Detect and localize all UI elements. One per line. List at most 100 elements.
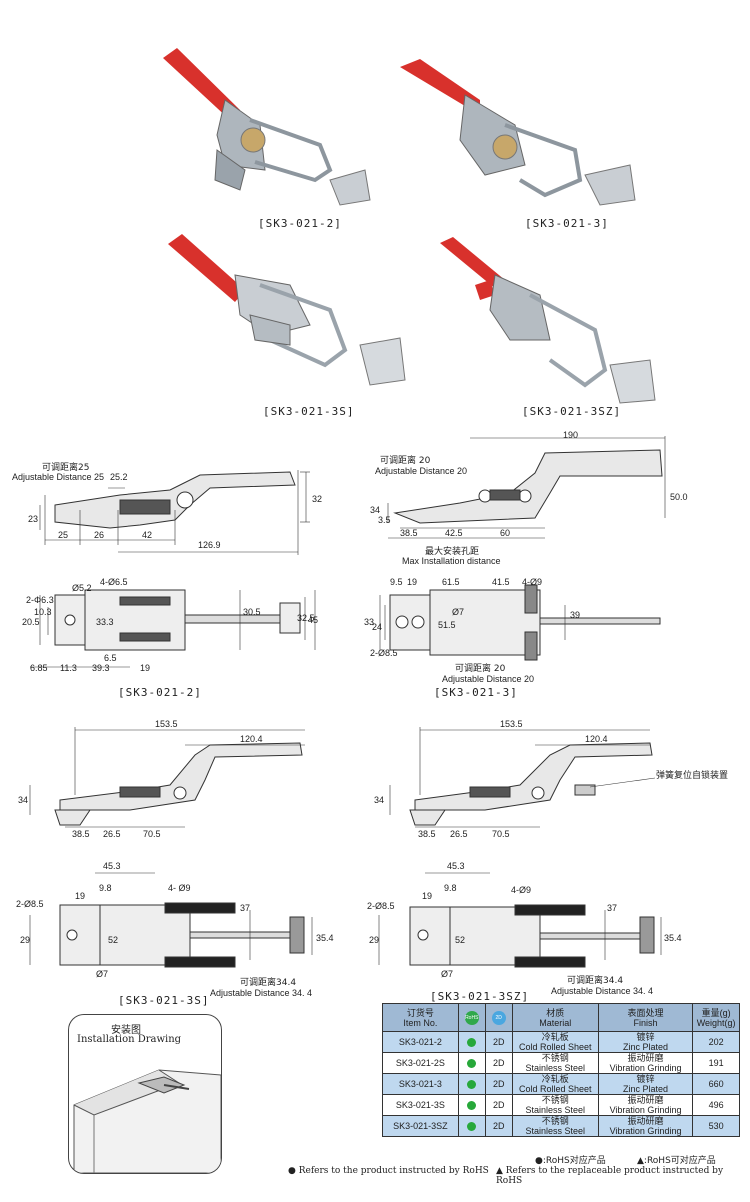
dim-adj2-cn: 可调距离 20 <box>455 662 506 674</box>
rohs-dot <box>467 1122 477 1132</box>
dim-26-5-3s: 26.5 <box>103 829 121 839</box>
dim-6-85: 6.85 <box>30 663 48 673</box>
dim-29: 29 <box>20 935 30 945</box>
dim-45-3: 45.3 <box>103 861 121 871</box>
dim-190: 190 <box>563 430 578 440</box>
drawing-caption-sk3-021-3s: [SK3-021-3S] <box>118 994 210 1007</box>
drawing-sk3-021-3-side: 190 可调距离 20 Adjustable Distance 20 34 3.… <box>370 430 688 566</box>
dim-126-9: 126.9 <box>198 540 221 550</box>
dim-2phi8-5-3s: 2-Ø8.5 <box>16 899 44 909</box>
dim-37: 37 <box>240 903 250 913</box>
dim-45: 45 <box>308 615 318 625</box>
dim-25-2: 25.2 <box>110 472 128 482</box>
dim-max-en: Max Installation distance <box>402 556 501 566</box>
dim-phi7-sz: Ø7 <box>441 969 453 979</box>
dim-35-4: 35.4 <box>316 933 334 943</box>
dim-adj-en-sz: Adjustable Distance 34. 4 <box>551 986 653 996</box>
dim-38-5-3: 38.5 <box>400 528 418 538</box>
dim-45-3-sz: 45.3 <box>447 861 465 871</box>
drawing-caption-sk3-021-2: [SK3-021-2] <box>118 686 202 699</box>
dim-50: 50.0 <box>670 492 688 502</box>
product-photo-sk3-021-3sz <box>440 237 656 404</box>
legend-replace-cn: ▲:RoHS可对应产品 <box>637 1156 716 1166</box>
dim-2phi8-5-3: 2-Ø8.5 <box>370 648 398 658</box>
dim-37-sz: 37 <box>607 903 617 913</box>
dim-120-4-sz: 120.4 <box>585 734 608 744</box>
drawing-sk3-021-3sz-side: 153.5 120.4 34 弹簧复位自锁装置 38.5 26.5 70.5 <box>374 719 728 839</box>
installation-cabinet-illustration <box>73 1069 221 1173</box>
dim-adj-cn: 可调距离25 <box>42 461 89 473</box>
dim-adj-en-3s: Adjustable Distance 34. 4 <box>210 988 312 998</box>
drawing-sk3-021-2-side: 可调距离25 Adjustable Distance 25 25.2 23 32… <box>12 461 322 555</box>
dim-38-5-3s: 38.5 <box>72 829 90 839</box>
dim-39: 39 <box>570 610 580 620</box>
dim-38-5-sz: 38.5 <box>418 829 436 839</box>
spring-lock-label: 弹簧复位自锁装置 <box>656 769 728 781</box>
dim-adj-cn-3s: 可调距离34.4 <box>240 976 296 988</box>
cad-icon: 2D <box>491 1010 506 1025</box>
dim-9-5: 9.5 <box>390 577 403 587</box>
dim-70-5-3s: 70.5 <box>143 829 161 839</box>
product-photo-sk3-021-3s <box>168 234 406 386</box>
dim-23: 23 <box>28 514 38 524</box>
dim-9-8: 9.8 <box>99 883 112 893</box>
dim-adj-en-3: Adjustable Distance 20 <box>375 466 467 476</box>
dim-19: 19 <box>140 663 150 673</box>
dim-phi7-3: Ø7 <box>452 607 464 617</box>
dim-39-3: 39.3 <box>92 663 110 673</box>
dim-9-8-sz: 9.8 <box>444 883 457 893</box>
dim-adj2-en: Adjustable Distance 20 <box>442 674 534 684</box>
rohs-dot <box>467 1101 477 1111</box>
dim-32-5: 32.5 <box>297 613 315 623</box>
drawing-sk3-021-3-top: 9.5 19 61.5 41.5 4-Ø9 33 24 Ø7 51.5 39 2… <box>364 577 661 684</box>
dim-26: 26 <box>94 530 104 540</box>
dim-34-3: 34 <box>370 505 380 515</box>
rohs-dot <box>467 1059 477 1069</box>
drawing-sk3-021-2-top: 2-Φ6.3 Ø5.2 4-Ø6.5 20.5 10.3 33.3 30.5 3… <box>22 577 318 673</box>
dim-32: 32 <box>312 494 322 504</box>
dim-42-5: 42.5 <box>445 528 463 538</box>
header-cad: 2D <box>484 1003 513 1032</box>
dim-adj-cn-sz: 可调距离34.4 <box>567 974 623 986</box>
dim-4phi6-5: 4-Ø6.5 <box>100 577 128 587</box>
photo-caption-sk3-021-3s: [SK3-021-3S] <box>263 405 355 418</box>
dim-70-5-sz: 70.5 <box>492 829 510 839</box>
dim-19-3s: 19 <box>75 891 85 901</box>
legend-rohs-en: ● Refers to the product instructed by Ro… <box>288 1166 489 1176</box>
dim-adj-cn-3: 可调距离 20 <box>380 454 431 466</box>
dim-4phi9-sz: 4-Ø9 <box>511 885 531 895</box>
rohs-dot <box>467 1038 477 1048</box>
dim-61-5: 61.5 <box>442 577 460 587</box>
installation-title-en: Installation Drawing <box>77 1034 182 1045</box>
legend-replace-en: ▲ Refers to the replaceable product inst… <box>496 1166 724 1186</box>
dim-4phi9-3s: 4- Ø9 <box>168 883 191 893</box>
dim-26-5-sz: 26.5 <box>450 829 468 839</box>
dim-35-4-sz: 35.4 <box>664 933 682 943</box>
dim-2phi6-3: 2-Φ6.3 <box>26 595 54 605</box>
dim-19-3: 19 <box>407 577 417 587</box>
dim-phi7-3s: Ø7 <box>96 969 108 979</box>
dim-11-3: 11.3 <box>60 663 77 673</box>
legend-rohs-cn: ●:RoHS对应产品 <box>535 1156 606 1166</box>
dim-153-5: 153.5 <box>155 719 178 729</box>
drawing-sk3-021-3s-side: 153.5 120.4 34 38.5 26.5 70.5 <box>18 719 305 839</box>
photo-caption-sk3-021-3: [SK3-021-3] <box>525 217 609 230</box>
dim-41-5: 41.5 <box>492 577 510 587</box>
dim-3-5: 3.5 <box>378 515 391 525</box>
drawing-caption-sk3-021-3: [SK3-021-3] <box>434 686 518 699</box>
header-rohs: RoHS <box>457 1003 486 1032</box>
drawing-sk3-021-3sz-top: 45.3 19 9.8 4-Ø9 2-Ø8.5 29 52 37 35.4 Ø7… <box>367 861 682 996</box>
dim-52-sz: 52 <box>455 935 465 945</box>
dim-19-sz: 19 <box>422 891 432 901</box>
product-photo-sk3-021-2 <box>163 48 371 206</box>
header-weight: 重量(g)Weight(g) <box>692 1003 740 1032</box>
dim-10-3: 10.3 <box>34 607 52 617</box>
